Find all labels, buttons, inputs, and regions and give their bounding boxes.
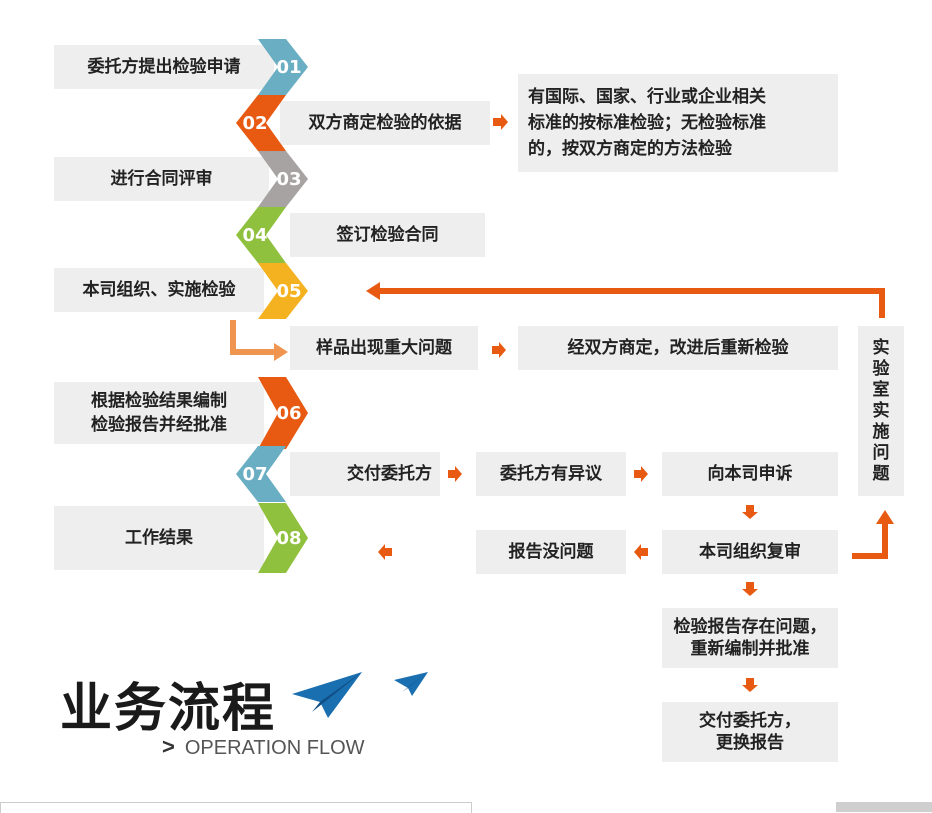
lab-issue-char: 实 <box>872 337 890 358</box>
no-problem-box: 报告没问题 <box>476 530 626 574</box>
page-subtitle-text: OPERATION FLOW <box>184 737 365 759</box>
step-02-number: 02 <box>242 112 268 134</box>
lab-issue-char: 问 <box>872 442 890 463</box>
step-05-number: 05 <box>276 280 302 302</box>
step-06-number: 06 <box>276 402 302 424</box>
step-03-label: 进行合同评审 <box>110 169 213 189</box>
review-label: 本司组织复审 <box>699 542 801 562</box>
step-01-box: 委托方提出检验申请 <box>54 45 274 89</box>
review-box: 本司组织复审 <box>662 530 838 574</box>
step-05-label: 本司组织、实施检验 <box>82 280 236 300</box>
step-06-label-line2: 检验报告并经批准 <box>91 415 227 435</box>
renegotiate-box: 经双方商定，改进后重新检验 <box>518 326 838 370</box>
step-02-label: 双方商定检验的依据 <box>308 113 462 133</box>
step-05-chevron: 05 <box>258 263 308 319</box>
step-08-label: 工作结果 <box>125 528 193 548</box>
step-07-chevron: 07 <box>236 446 286 502</box>
client-objection-label: 委托方有异议 <box>500 464 602 484</box>
arrow-objection-to-appeal <box>634 466 648 482</box>
has-problem-line1: 检验报告存在问题， <box>673 617 827 637</box>
arrow-delivery-to-objection <box>448 466 462 482</box>
appeal-label: 向本司申诉 <box>707 464 793 484</box>
page-title: 业务流程 <box>60 679 277 739</box>
step-02-box: 双方商定检验的依据 <box>280 101 490 145</box>
lab-issue-char: 施 <box>872 421 890 442</box>
appeal-box: 向本司申诉 <box>662 452 838 496</box>
step-01-label: 委托方提出检验申请 <box>87 57 241 77</box>
arrow-review-to-lab-issue-head <box>876 510 894 524</box>
bottom-right-strip <box>836 802 932 812</box>
arrow-appeal-to-review <box>742 505 758 519</box>
has-problem-box: 检验报告存在问题， 重新编制并批准 <box>662 608 838 668</box>
client-objection-box: 委托方有异议 <box>476 452 626 496</box>
step-06-chevron: 06 <box>258 377 308 449</box>
chevron-right-icon: > <box>162 734 175 759</box>
arrow-review-to-lab-issue <box>852 522 888 559</box>
arrow-step05-to-sample-issue-head <box>274 343 288 361</box>
arrow-step05-to-sample-issue <box>230 320 276 355</box>
step-02-chevron: 02 <box>236 95 286 151</box>
step-08-box: 工作结果 <box>54 506 264 570</box>
lab-issue-char: 验 <box>872 358 890 379</box>
no-problem-label: 报告没问题 <box>508 542 594 562</box>
bottom-input-strip <box>0 802 472 813</box>
lab-issue-char: 实 <box>872 400 890 421</box>
arrow-lab-issue-loop-head <box>366 282 380 300</box>
step-07-box: 交付委托方 <box>290 452 440 496</box>
arrow-review-to-no-problem <box>634 544 648 560</box>
step-04-number: 04 <box>242 224 268 246</box>
arrow-lab-issue-loop <box>378 288 885 318</box>
paper-plane-icon <box>292 672 362 718</box>
has-problem-line2: 重新编制并批准 <box>690 639 810 659</box>
arrow-no-problem-to-result <box>378 544 392 560</box>
step-05-box: 本司组织、实施检验 <box>54 268 264 312</box>
step-03-box: 进行合同评审 <box>54 157 269 201</box>
basis-note-line3: 的，按双方商定的方法检验 <box>528 139 732 159</box>
step-04-label: 签订检验合同 <box>336 225 439 245</box>
arrow-has-problem-to-redeliver <box>742 678 758 692</box>
redeliver-line1: 交付委托方， <box>699 711 801 731</box>
basis-note-line2: 标准的按标准检验；无检验标准 <box>528 113 766 133</box>
arrow-review-to-has-problem <box>742 582 758 596</box>
renegotiate-label: 经双方商定，改进后重新检验 <box>567 338 789 358</box>
step-06-label-line1: 根据检验结果编制 <box>91 391 227 411</box>
step-03-number: 03 <box>276 168 302 190</box>
step-08-chevron: 08 <box>258 503 308 573</box>
step-03-chevron: 03 <box>258 151 308 207</box>
lab-issue-char: 题 <box>872 463 890 484</box>
lab-issue-box: 实验室实施问题 <box>858 326 904 496</box>
redeliver-line2: 更换报告 <box>716 733 784 753</box>
small-paper-plane-icon <box>394 672 428 696</box>
step-01-number: 01 <box>276 56 302 78</box>
lab-issue-char: 室 <box>872 379 890 400</box>
basis-note: 有国际、国家、行业或企业相关 标准的按标准检验；无检验标准 的，按双方商定的方法… <box>518 74 838 172</box>
step-06-box: 根据检验结果编制 检验报告并经批准 <box>54 382 264 444</box>
step-07-label: 交付委托方 <box>347 464 432 484</box>
arrow-sample-to-renegotiate <box>492 342 506 358</box>
redeliver-box: 交付委托方， 更换报告 <box>662 702 838 762</box>
page-subtitle: > OPERATION FLOW <box>162 734 365 760</box>
sample-issue-label: 样品出现重大问题 <box>316 338 452 358</box>
step-01-chevron: 01 <box>258 39 308 95</box>
arrow-to-basis-note <box>493 114 508 130</box>
step-07-number: 07 <box>242 463 268 485</box>
basis-note-line1: 有国际、国家、行业或企业相关 <box>528 87 766 107</box>
step-04-box: 签订检验合同 <box>290 213 485 257</box>
step-08-number: 08 <box>276 527 302 549</box>
sample-issue-box: 样品出现重大问题 <box>290 326 478 370</box>
step-04-chevron: 04 <box>236 207 286 263</box>
